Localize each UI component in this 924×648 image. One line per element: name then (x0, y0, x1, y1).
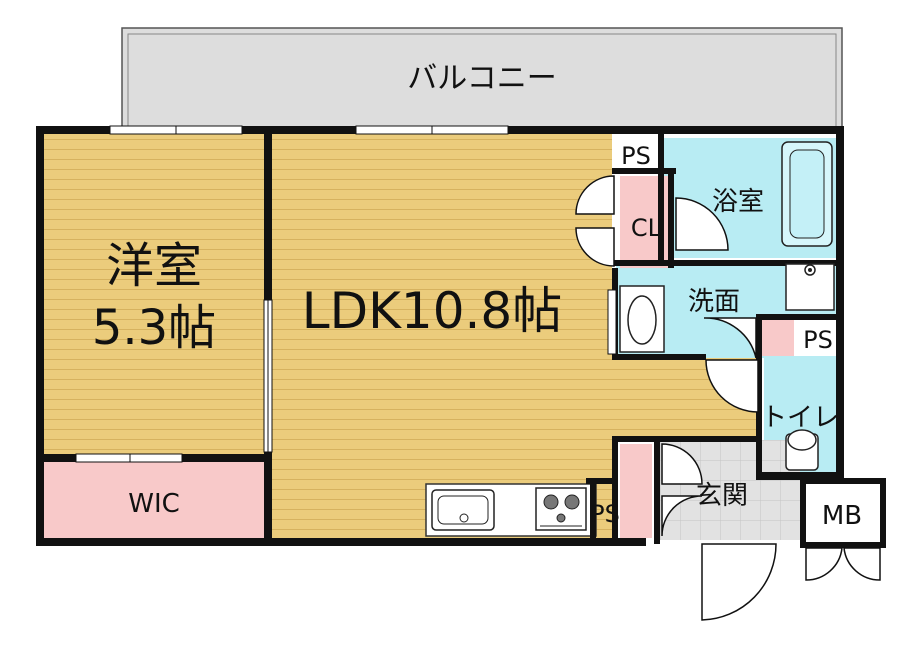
window-ldk (355, 125, 509, 135)
sliding-door-washroom (607, 289, 617, 355)
bathroom-door-swing (675, 197, 729, 251)
stove-icon (535, 487, 587, 531)
toilet-label: トイレ (761, 403, 839, 433)
front-door-swing (701, 543, 777, 621)
western-room-size-label: 5.3帖 (92, 300, 216, 356)
toilet-bowl-icon (785, 429, 819, 471)
wic-floor (40, 460, 268, 540)
shoe-storage (620, 444, 652, 538)
mb-label: MB (822, 501, 862, 531)
western-room-floor (40, 130, 268, 458)
washbasin-icon (619, 285, 665, 353)
window-western-room (109, 125, 243, 135)
ps-top-box (612, 138, 660, 172)
mb-box (804, 482, 882, 544)
western-room-name-label: 洋室 (106, 238, 202, 294)
sink-icon (431, 489, 495, 531)
sliding-door-wic (75, 453, 183, 463)
ldk-label: LDK10.8帖 (302, 282, 562, 340)
ps-right-label: PS (803, 326, 833, 354)
shoe-storage-door (661, 443, 703, 537)
washroom-label: 洗面 (688, 287, 740, 317)
ps-top-label: PS (621, 142, 651, 170)
sliding-door-western (263, 299, 273, 453)
washroom-door-swing (703, 317, 757, 359)
entrance-label: 玄関 (696, 481, 748, 511)
ps-right-white (794, 318, 840, 356)
closet-label: CL (631, 214, 662, 242)
ldk-floor (270, 130, 612, 540)
toilet-door-swing (705, 359, 759, 413)
mb-door-swing (805, 547, 881, 581)
washing-machine-icon (785, 263, 835, 311)
wic-label: WIC (128, 489, 180, 519)
bathtub-icon (781, 141, 833, 247)
bathroom-label: 浴室 (712, 187, 764, 217)
closet-door-swing (575, 175, 615, 267)
ps-bottom-label: PS (590, 500, 620, 528)
balcony-label: バルコニー (407, 61, 556, 96)
balcony (121, 27, 843, 129)
